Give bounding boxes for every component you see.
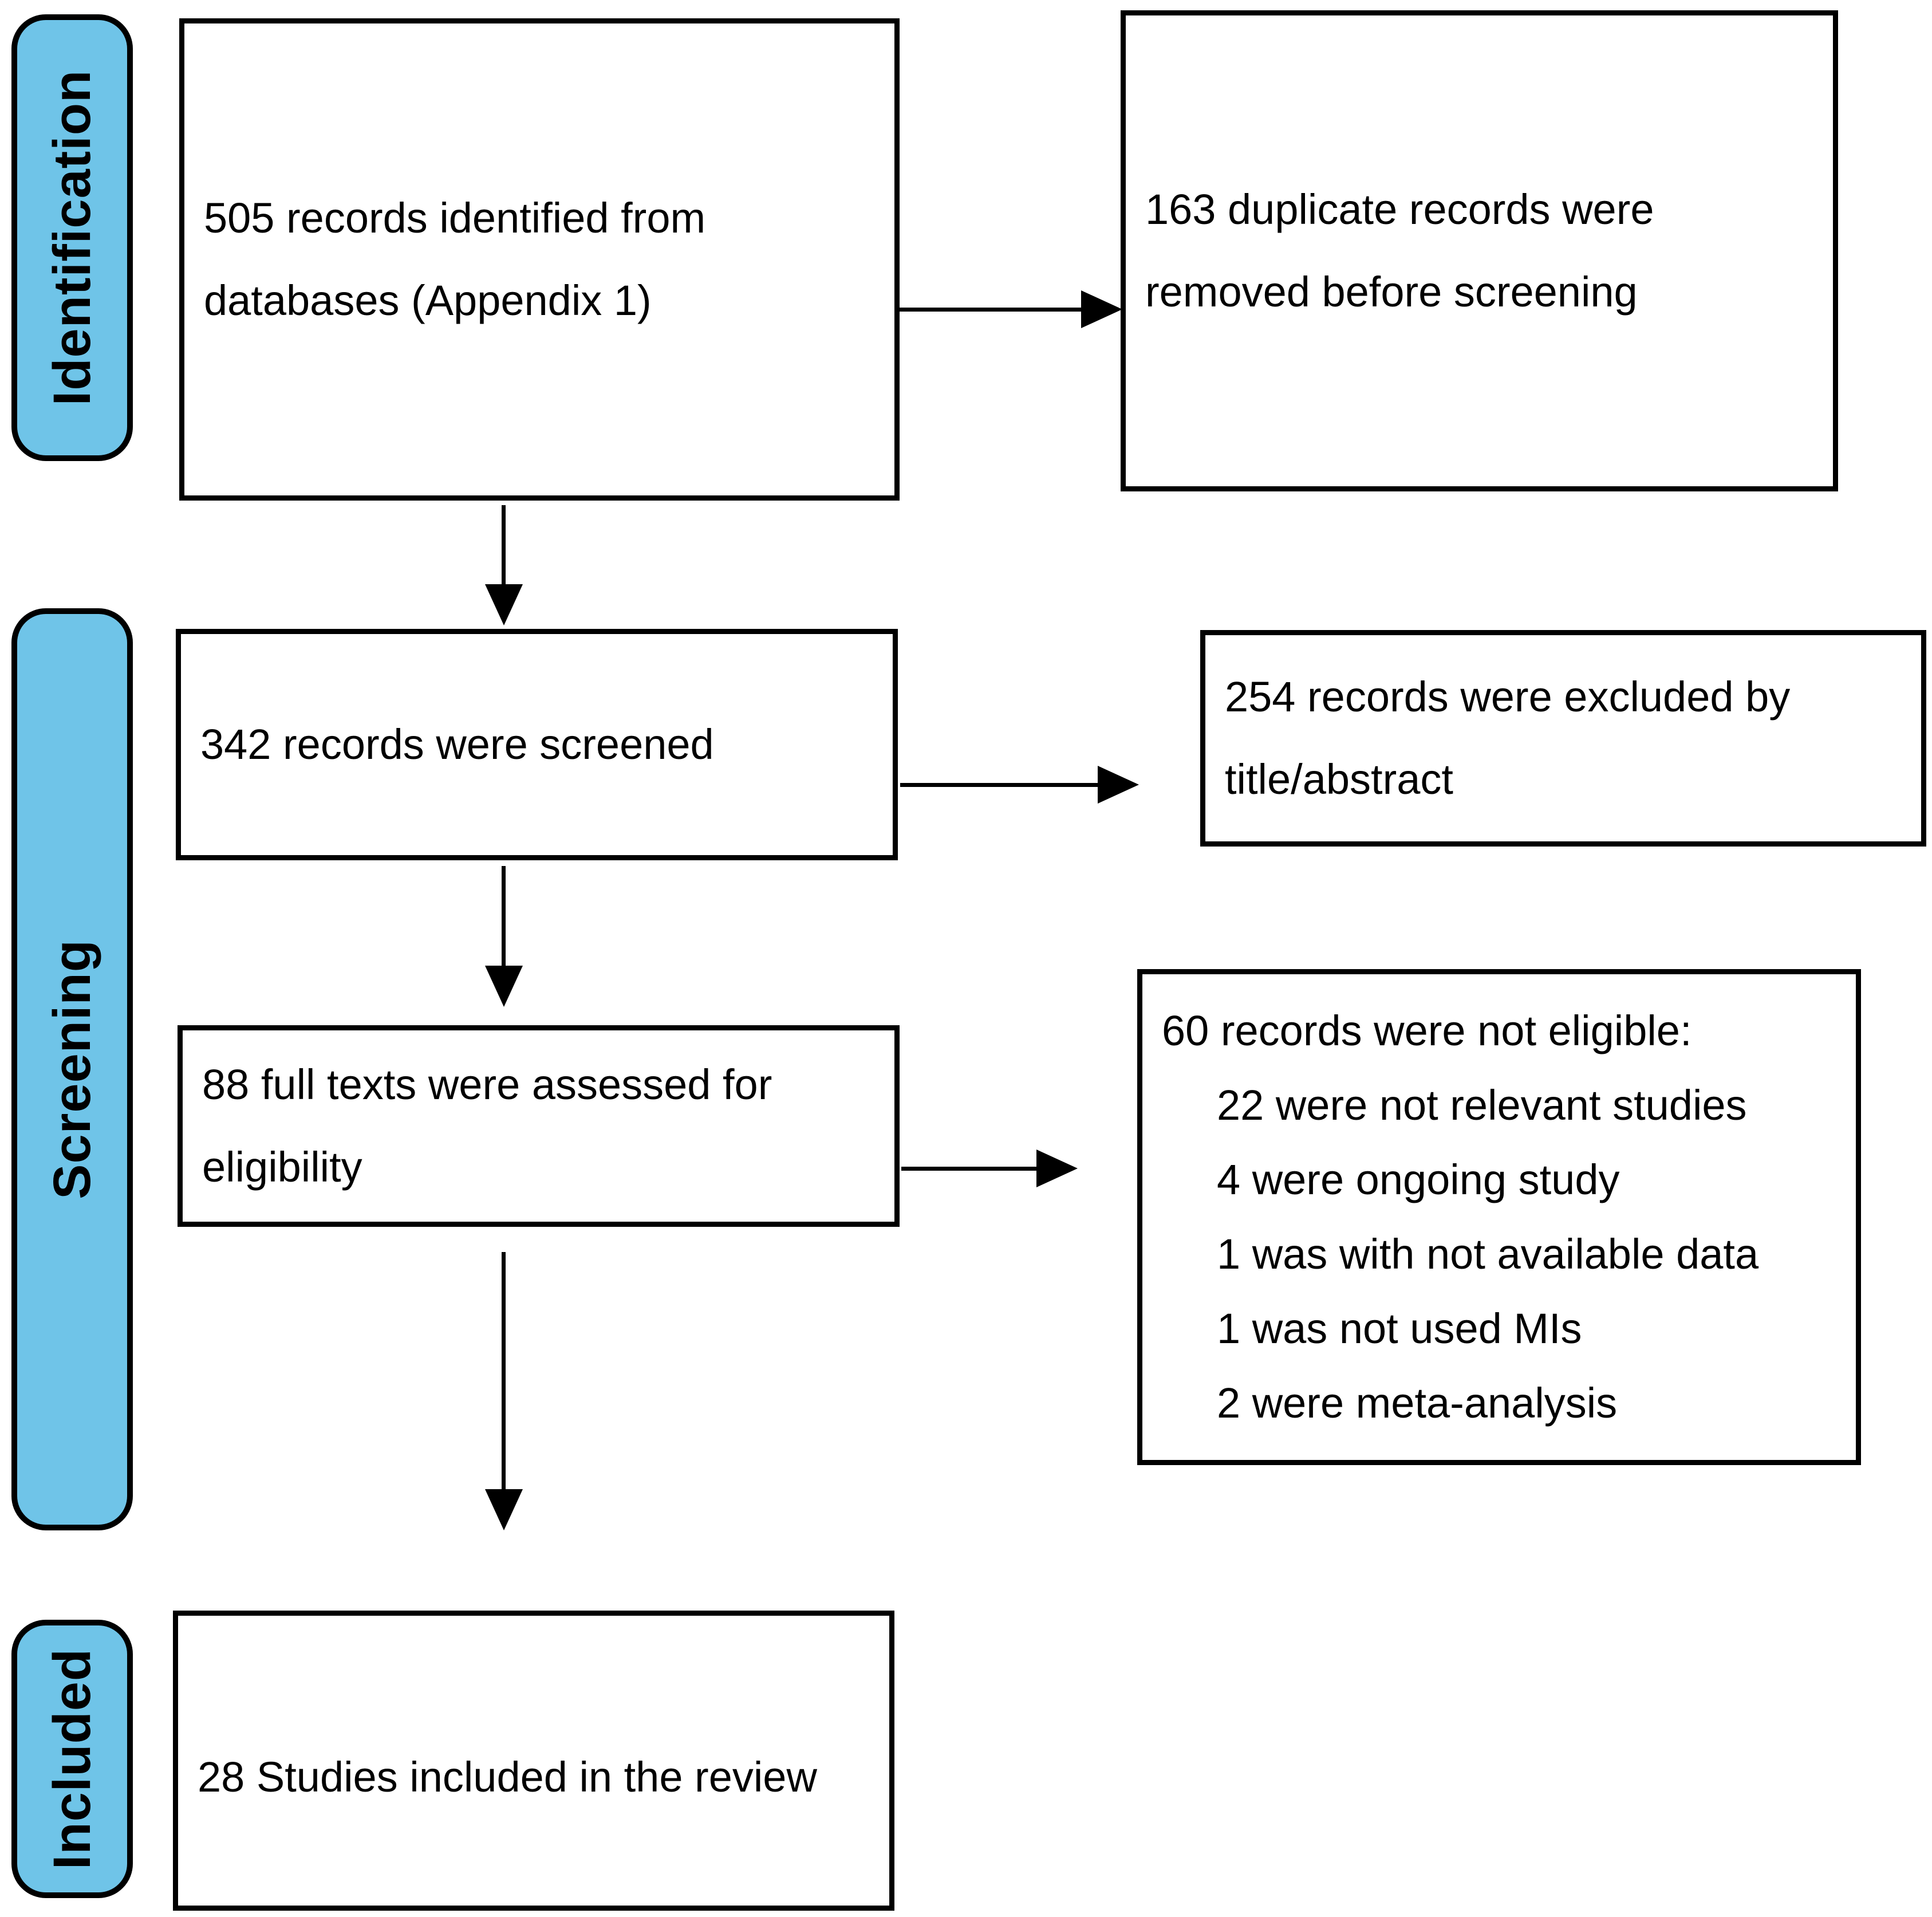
box-studies-included-text: 28 Studies included in the review: [178, 1616, 889, 1818]
box-full-texts-assessed-line2: eligibility: [202, 1143, 362, 1191]
connector-screened-to-excluded-shaft: [900, 783, 1099, 787]
box-full-texts-assessed-line1: 88 full texts were assessed for: [202, 1060, 772, 1108]
box-excluded-title-abstract-line1: 254 records were excluded by: [1225, 672, 1791, 721]
stage-tab-screening: Screening: [11, 608, 133, 1530]
not-eligible-reason-1: 22 were not relevant studies: [1217, 1081, 1747, 1129]
box-excluded-title-abstract-text: 254 records were excluded by title/abstr…: [1205, 656, 1921, 821]
box-records-identified: 505 records identified from databases (A…: [179, 18, 900, 501]
stage-tab-included: Included: [11, 1620, 133, 1898]
stage-tab-screening-label: Screening: [43, 939, 102, 1199]
box-records-identified-text: 505 records identified from databases (A…: [184, 177, 894, 343]
not-eligible-reason-4: 1 was not used MIs: [1217, 1305, 1582, 1352]
box-studies-included-line1: 28 Studies included in the review: [198, 1753, 817, 1801]
connector-fulltexts-to-noteligible-shaft: [901, 1167, 1039, 1171]
box-excluded-title-abstract-line2: title/abstract: [1225, 755, 1453, 803]
connector-identified-to-duplicates-shaft: [900, 308, 1083, 312]
box-full-texts-assessed: 88 full texts were assessed for eligibil…: [178, 1025, 900, 1227]
box-records-identified-line2: databases (Appendix 1): [204, 277, 652, 324]
box-studies-included: 28 Studies included in the review: [173, 1611, 894, 1911]
box-records-not-eligible: 60 records were not eligible: 22 were no…: [1137, 969, 1861, 1465]
connector-fulltexts-to-noteligible-arrowhead: [1036, 1150, 1078, 1187]
box-full-texts-assessed-text: 88 full texts were assessed for eligibil…: [183, 1044, 894, 1209]
stage-tab-identification: Identification: [11, 14, 133, 461]
stage-tab-included-label: Included: [43, 1648, 101, 1870]
box-duplicates-removed: 163 duplicate records were removed befor…: [1121, 10, 1838, 491]
not-eligible-reason-3: 1 was with not available data: [1217, 1230, 1759, 1278]
box-records-screened: 342 records were screened: [176, 629, 898, 860]
box-duplicates-removed-line2: removed before screening: [1145, 268, 1638, 316]
box-records-identified-line1: 505 records identified from: [204, 194, 706, 242]
connector-screened-to-excluded-arrowhead: [1098, 766, 1139, 804]
not-eligible-reason-2: 4 were ongoing study: [1217, 1156, 1620, 1203]
connector-screened-to-fulltexts-arrowhead: [485, 966, 523, 1007]
box-duplicates-removed-text: 163 duplicate records were removed befor…: [1126, 168, 1833, 334]
connector-fulltexts-to-included-arrowhead: [485, 1489, 523, 1530]
box-records-screened-line1: 342 records were screened: [200, 720, 714, 768]
box-records-screened-text: 342 records were screened: [181, 703, 893, 786]
connector-identified-to-screened-arrowhead: [485, 584, 523, 625]
not-eligible-reason-5: 2 were meta-analysis: [1217, 1379, 1618, 1427]
box-excluded-title-abstract: 254 records were excluded by title/abstr…: [1200, 630, 1926, 847]
box-records-not-eligible-list: 60 records were not eligible: 22 were no…: [1142, 1010, 1856, 1424]
connector-screened-to-fulltexts-shaft: [502, 866, 506, 978]
stage-tab-identification-label: Identification: [43, 69, 102, 406]
connector-identified-to-duplicates-arrowhead: [1081, 290, 1122, 328]
connector-identified-to-screened-shaft: [502, 505, 506, 597]
box-duplicates-removed-line1: 163 duplicate records were: [1145, 185, 1654, 233]
connector-fulltexts-to-included-shaft: [502, 1252, 506, 1502]
not-eligible-heading: 60 records were not eligible:: [1162, 1007, 1692, 1054]
